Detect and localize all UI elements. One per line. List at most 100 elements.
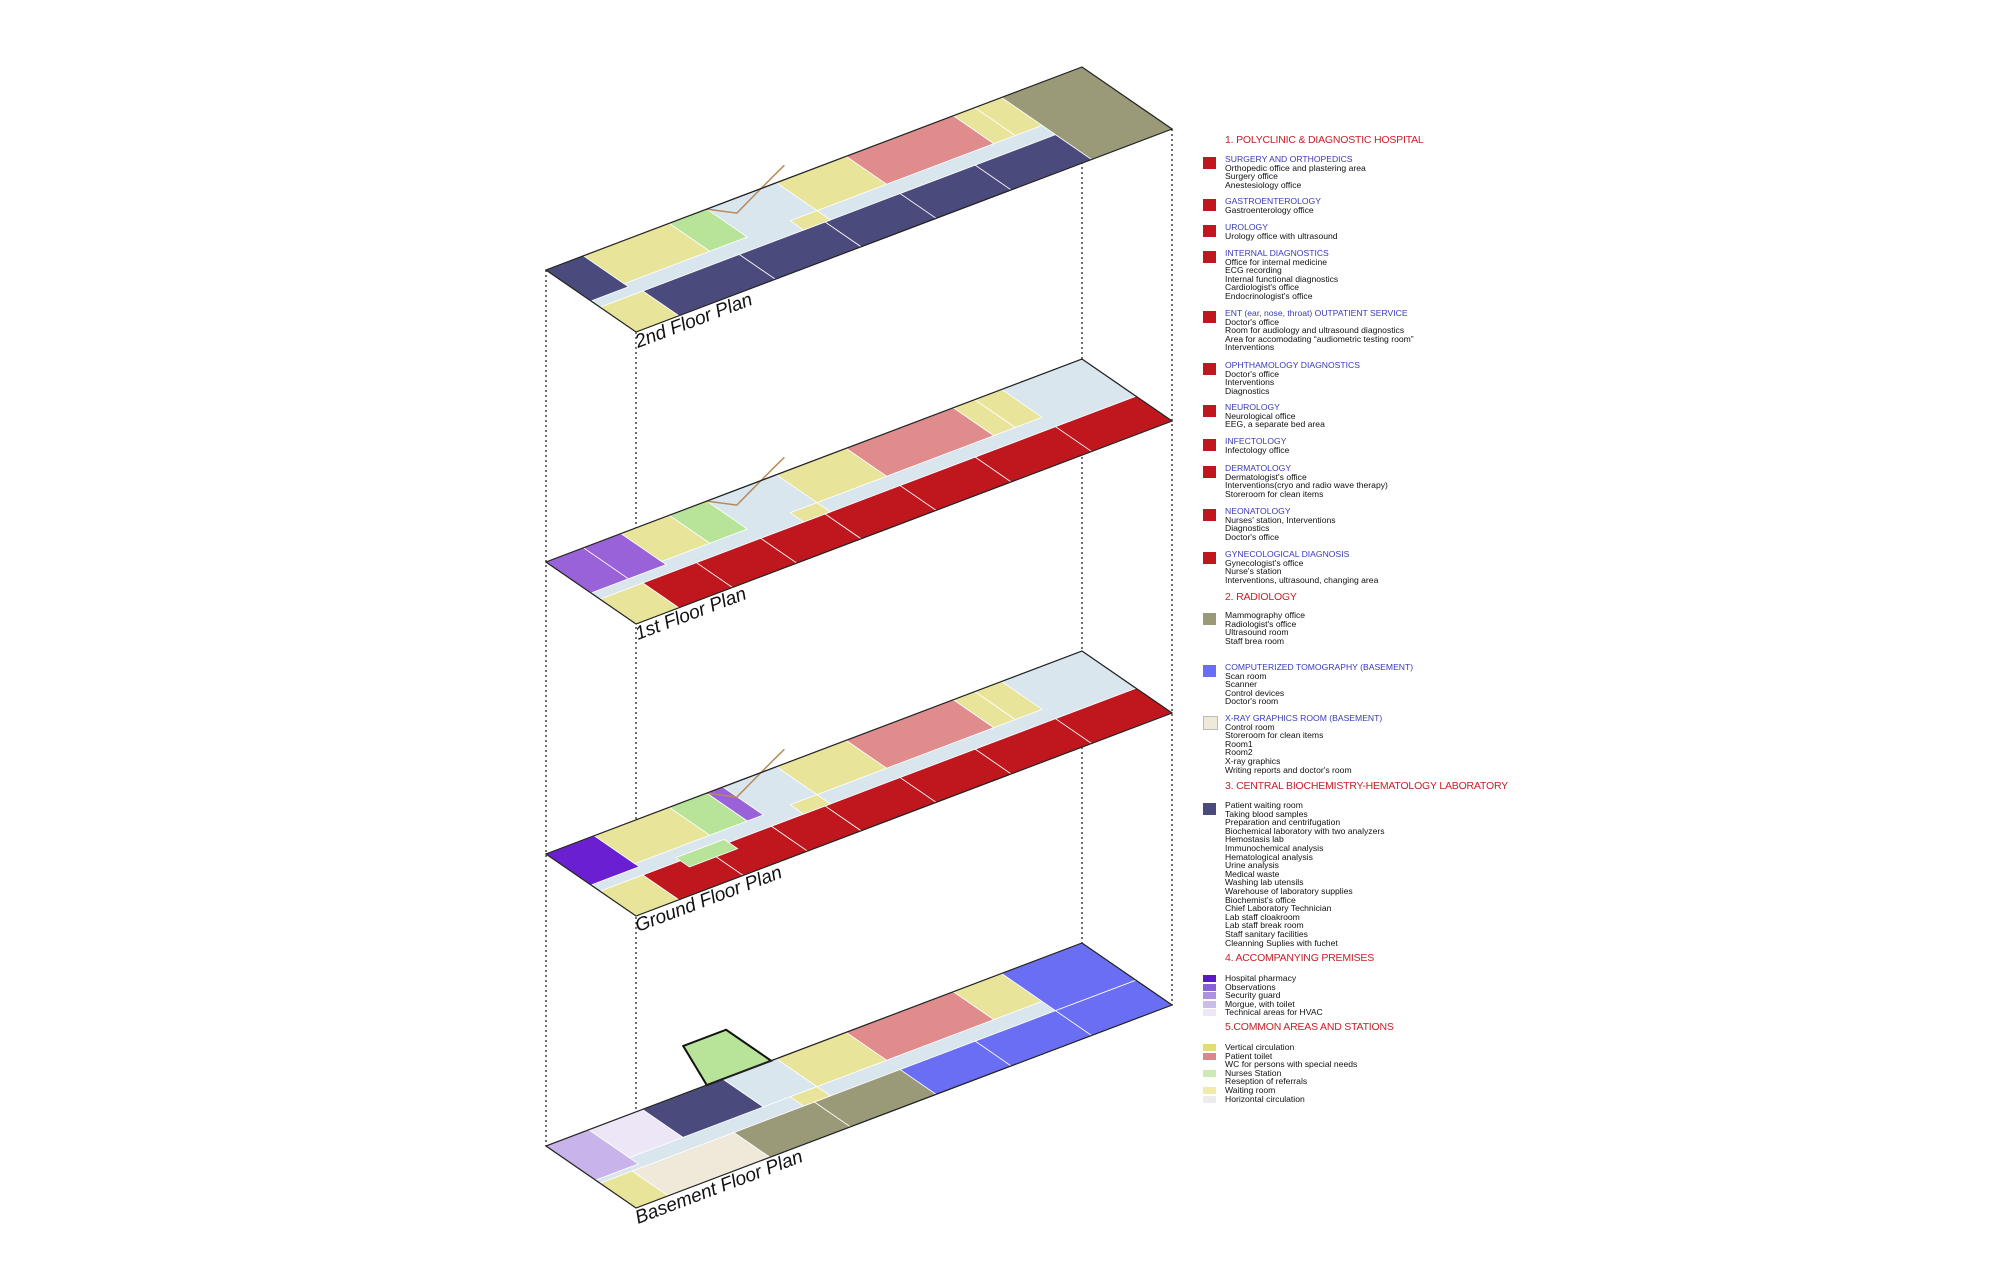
legend-item: Neurological office <box>1225 410 1296 421</box>
legend-item: Reseption of referrals <box>1203 1077 1357 1086</box>
legend-section-common: 5.COMMON AREAS AND STATIONS <box>1225 1021 1394 1033</box>
legend-item: Horizontal circulation <box>1203 1093 1357 1104</box>
legend-item: Endocrinologist's office <box>1225 290 1313 301</box>
legend-item: Internal functional diagnostics <box>1225 273 1339 284</box>
legend-item-label: Horizontal circulation <box>1225 1093 1305 1104</box>
legend-group-title: SURGERY AND ORTHOPEDICS <box>1225 154 1353 164</box>
legend-item: Scan room <box>1225 670 1267 681</box>
legend-swatch <box>1203 1095 1216 1103</box>
legend-item: Hematological analysis <box>1225 851 1313 862</box>
legend-group: ENT (ear, nose, throat) OUTPATIENT SERVI… <box>1203 309 1414 352</box>
room <box>789 502 832 523</box>
legend-item: Doctor's room <box>1225 696 1279 707</box>
room <box>789 794 832 815</box>
legend-item: Patient waiting room <box>1225 800 1303 810</box>
legend-group-title: GASTROENTEROLOGY <box>1225 196 1321 206</box>
legend-swatch <box>1203 225 1216 237</box>
legend-item: Dermatologist's office <box>1225 471 1307 482</box>
legend-group-title: INTERNAL DIAGNOSTICS <box>1225 248 1329 258</box>
legend-swatch <box>1203 466 1216 478</box>
legend-item-label: Waiting room <box>1225 1084 1276 1095</box>
legend-swatch <box>1203 311 1216 323</box>
legend-item: Cardiologist's office <box>1225 282 1300 293</box>
canopy-outline <box>706 456 785 506</box>
legend-group: X-RAY GRAPHICS ROOM (BASEMENT)Control ro… <box>1203 714 1382 774</box>
legend-swatch <box>1203 1052 1216 1060</box>
legend-item: Preparation and centrifugation <box>1225 817 1341 828</box>
legend-item: Lab staff break room <box>1225 920 1304 931</box>
legend-swatch <box>1203 405 1216 417</box>
legend-item: Surgery office <box>1225 171 1278 182</box>
legend-item: Observations <box>1203 982 1323 992</box>
room <box>789 210 832 231</box>
legend-item: Room1 <box>1225 738 1253 749</box>
legend-section-polyclinic: 1. POLYCLINIC & DIAGNOSTIC HOSPITAL <box>1225 134 1424 146</box>
legend-item: Mammography office <box>1225 610 1306 620</box>
legend-item: Medical waste <box>1225 868 1280 879</box>
legend-section-laboratory: 3. CENTRAL BIOCHEMISTRY-HEMATOLOGY LABOR… <box>1225 780 1508 792</box>
legend-item: Technical areas for HVAC <box>1203 1008 1323 1017</box>
floor-plan-basement <box>544 942 1174 1209</box>
legend-item: Interventions, ultrasound, changing area <box>1225 574 1379 585</box>
legend-item-label: WC for persons with special needs <box>1225 1059 1358 1070</box>
legend-item: Area for accomodating “audiometric testi… <box>1225 333 1414 344</box>
legend-item: Ultrasound room <box>1225 627 1289 638</box>
legend-group-title: X-RAY GRAPHICS ROOM (BASEMENT) <box>1225 713 1383 723</box>
legend-swatch <box>1203 1009 1216 1017</box>
legend-item: Taking blood samples <box>1225 808 1308 819</box>
legend-item: Interventions <box>1225 377 1275 388</box>
legend-group-title: NEUROLOGY <box>1225 402 1280 412</box>
legend-item: Immunochemical analysis <box>1225 842 1324 853</box>
legend-swatch <box>1203 716 1218 730</box>
legend-item-label: Hospital pharmacy <box>1225 973 1297 983</box>
legend-item: Infectology office <box>1225 444 1290 455</box>
legend-swatch <box>1203 992 1216 1000</box>
legend-swatch <box>1203 665 1216 677</box>
legend-item: Writing reports and doctor's room <box>1225 764 1352 775</box>
legend-group-title: NEONATOLOGY <box>1225 506 1291 516</box>
room <box>789 1086 832 1107</box>
legend-item: Hospital pharmacy <box>1203 974 1323 983</box>
legend-item: Radiologist's office <box>1225 618 1297 629</box>
legend-swatch <box>1203 975 1216 982</box>
legend-swatch <box>1203 251 1216 263</box>
legend-item: Room2 <box>1225 747 1253 758</box>
legend-item: Storeroom for clean items <box>1225 730 1324 741</box>
legend-group: COMPUTERIZED TOMOGRAPHY (BASEMENT)Scan r… <box>1203 663 1413 706</box>
legend-swatch <box>1203 613 1216 625</box>
legend-item: Staff sanitary facilities <box>1225 928 1308 939</box>
legend-item: Vertical circulation <box>1203 1043 1357 1052</box>
legend-swatch <box>1203 803 1216 815</box>
legend-item: Office for internal medicine <box>1225 256 1328 267</box>
legend-swatch <box>1203 1086 1216 1094</box>
floor-outline <box>544 358 1174 625</box>
legend-swatch <box>1203 1044 1216 1051</box>
legend-item-label: Nurses Station <box>1225 1067 1282 1078</box>
legend-item: X-ray graphics <box>1225 755 1281 766</box>
legend-group-title: GYNECOLOGICAL DIAGNOSIS <box>1225 549 1350 559</box>
legend-item: Nurses Station <box>1203 1069 1357 1078</box>
legend-swatch <box>1203 199 1216 211</box>
floor-outline <box>544 942 1174 1209</box>
floor-plan-2nd <box>544 66 1174 333</box>
floor-outline <box>544 66 1174 333</box>
legend-group-title: COMPUTERIZED TOMOGRAPHY (BASEMENT) <box>1225 662 1414 672</box>
legend-swatch <box>1203 157 1216 169</box>
legend-item: Urology office with ultrasound <box>1225 230 1338 241</box>
legend-item-label: Morgue, with toilet <box>1225 998 1295 1009</box>
legend-item-label: Reseption of referrals <box>1225 1076 1308 1087</box>
legend-item: Biochemical laboratory with two analyzer… <box>1225 825 1385 836</box>
dashed-alignment-lines <box>545 67 1173 1208</box>
legend-group-title: DERMATOLOGY <box>1225 463 1292 473</box>
legend-item: Interventions <box>1225 342 1275 353</box>
legend-swatch <box>1203 1069 1216 1077</box>
